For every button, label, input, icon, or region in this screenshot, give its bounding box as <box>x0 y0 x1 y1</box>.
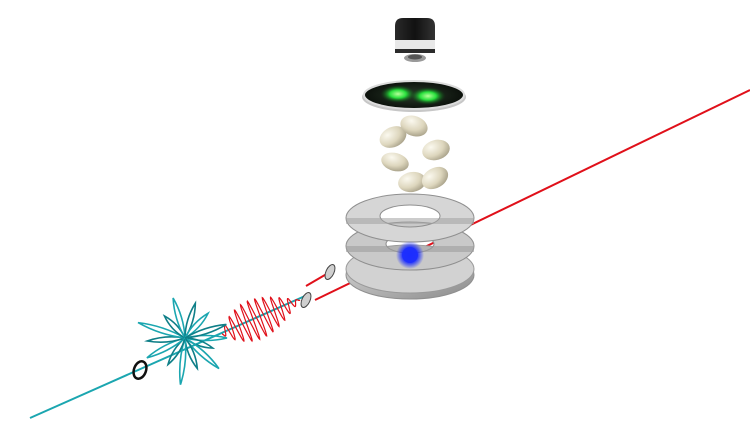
harmonic-petal <box>183 311 211 341</box>
harmonic-petal <box>183 335 199 371</box>
harmonic-petal <box>172 297 186 339</box>
harmonic-petal <box>137 321 186 339</box>
harmonic-petal <box>146 337 186 359</box>
atom-cloud-icon <box>396 241 424 269</box>
camera-icon <box>395 18 435 62</box>
teal-xuv-beam <box>29 295 306 419</box>
ellipsoid-stack-icon <box>379 115 450 193</box>
harmonic-spectrum-icon <box>137 297 228 385</box>
harmonic-petal <box>184 337 220 370</box>
harmonic-petal <box>178 337 187 385</box>
mirror-icon <box>300 264 336 308</box>
harmonic-petal <box>184 323 227 339</box>
wave-packet-icon <box>221 296 301 343</box>
harmonic-petal <box>166 335 187 367</box>
wave-packet-trace <box>221 296 301 343</box>
phosphor-screen-icon <box>362 80 466 112</box>
ring-aperture-icon <box>132 360 148 380</box>
